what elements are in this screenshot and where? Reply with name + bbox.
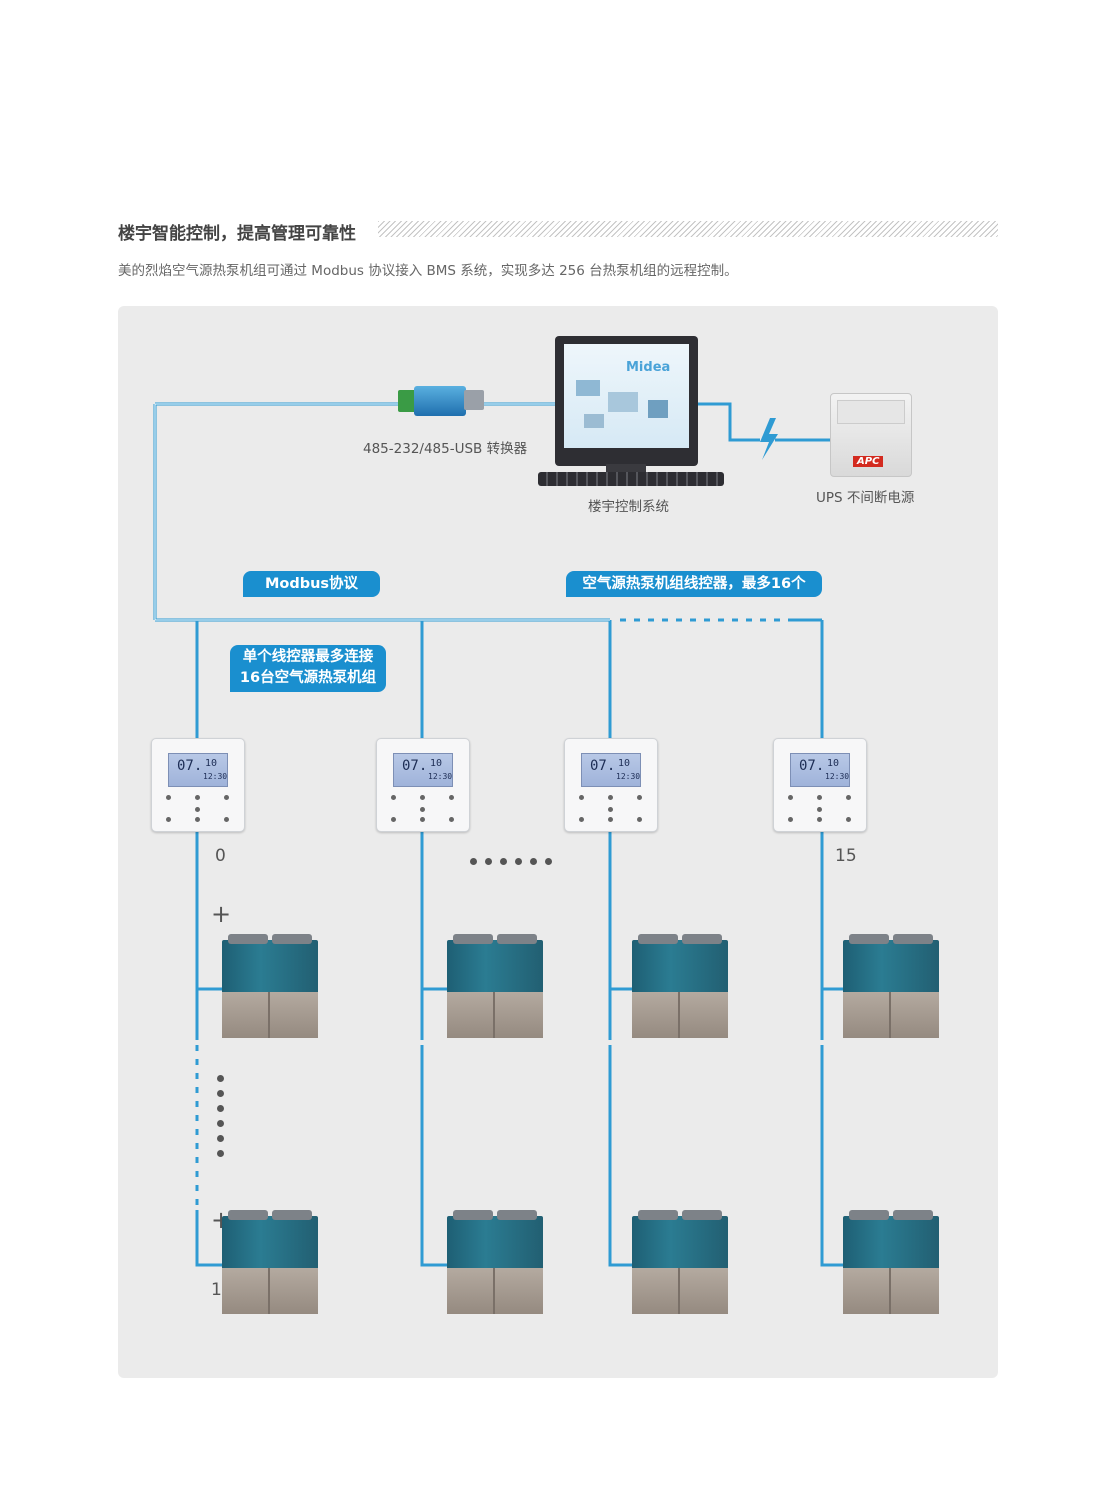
computer-screen: Midea xyxy=(564,344,689,448)
heat-pump-unit xyxy=(447,934,543,1038)
controllers-max-tag: 空气源热泵机组线控器，最多16个 xyxy=(566,571,822,597)
section-heading: 楼宇智能控制，提高管理可靠性 xyxy=(118,224,356,244)
converter-device xyxy=(398,384,488,416)
heat-pump-unit xyxy=(843,934,939,1038)
heat-pump-unit xyxy=(222,934,318,1038)
screen-brand-logo: Midea xyxy=(626,360,671,375)
modbus-protocol-tag: Modbus协议 xyxy=(243,571,380,597)
computer-keyboard xyxy=(538,472,724,486)
heat-pump-unit xyxy=(632,934,728,1038)
computer-label: 楼宇控制系统 xyxy=(588,499,669,515)
units-per-controller-tag: 单个线控器最多连接 16台空气源热泵机组 xyxy=(230,645,386,692)
computer-monitor: Midea xyxy=(555,336,698,466)
ups-device: APC xyxy=(830,393,912,477)
heading-hatch-divider xyxy=(378,221,998,237)
heat-pump-unit xyxy=(843,1210,939,1314)
heat-pump-unit xyxy=(447,1210,543,1314)
controller-index-first: 0 xyxy=(215,846,226,866)
ups-brand-logo: APC xyxy=(853,456,884,467)
unit-index-first: 1 xyxy=(211,1280,222,1300)
computer-stand xyxy=(606,464,646,472)
section-subtitle: 美的烈焰空气源热泵机组可通过 Modbus 协议接入 BMS 系统，实现多达 2… xyxy=(118,263,738,279)
converter-label: 485-232/485-USB 转换器 xyxy=(363,441,528,457)
controller-index-last: 15 xyxy=(835,846,857,866)
ups-label: UPS 不间断电源 xyxy=(816,490,915,506)
controller-ellipsis xyxy=(470,850,560,869)
heat-pump-unit xyxy=(632,1210,728,1314)
units-tag-line1: 单个线控器最多连接 xyxy=(242,649,374,665)
plus-sign-top: + xyxy=(211,900,232,928)
heat-pump-unit xyxy=(222,1210,318,1314)
wireless-bolt-icon xyxy=(760,418,778,460)
units-tag-line2: 16台空气源热泵机组 xyxy=(239,670,377,686)
